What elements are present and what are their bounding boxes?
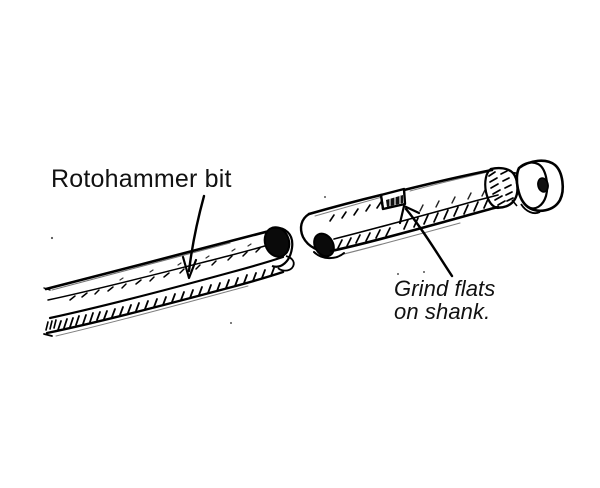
arrow-to-flat (398, 204, 454, 278)
label-grind-line2: on shank. (394, 298, 491, 324)
label-rotohammer-bit: Rotohammer bit (51, 165, 232, 193)
rotohammer-bit-shaft (43, 227, 285, 337)
ground-flat-notch (379, 187, 407, 211)
bit-carbide-tip (263, 226, 295, 272)
scan-specks (50, 196, 425, 324)
end-head-cap (511, 159, 565, 215)
shank-tube (299, 168, 500, 260)
arrow-to-bit (181, 194, 206, 280)
label-grind-line1: Grind flats (394, 276, 496, 301)
